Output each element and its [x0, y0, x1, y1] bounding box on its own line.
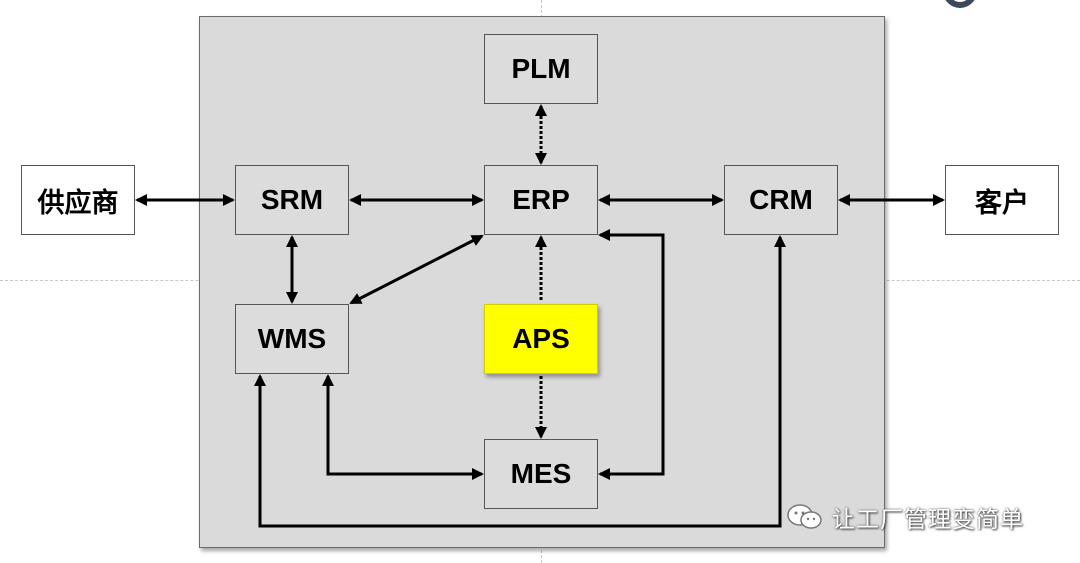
arrow-wms-mes [322, 374, 484, 480]
node-crm: CRM [724, 165, 838, 235]
node-mes: MES [484, 439, 598, 509]
watermark: 让工厂管理变简单 [786, 500, 1024, 534]
brand-logo-icon [943, 0, 977, 8]
node-srm: SRM [235, 165, 349, 235]
arrow-wms-crm-loop [254, 235, 786, 528]
watermark-text: 让工厂管理变简单 [832, 507, 1024, 533]
node-customer: 客户 [945, 165, 1059, 235]
arrow-erp-mes-loop [598, 229, 665, 480]
wechat-icon [786, 503, 824, 531]
node-erp: ERP [484, 165, 598, 235]
node-supplier: 供应商 [21, 165, 135, 235]
node-plm: PLM [484, 34, 598, 104]
arrow-erp-wms [349, 234, 484, 305]
